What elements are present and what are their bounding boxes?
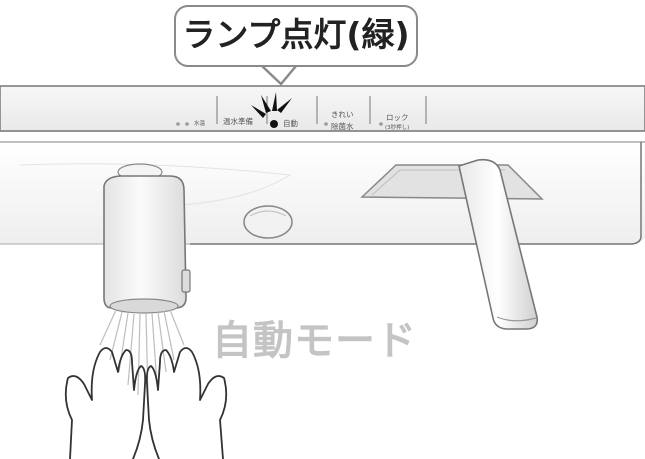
lamp-status-callout: ランプ点灯(緑) [174,5,418,67]
clean-water-label-2: 除菌水 [331,122,354,131]
control-panel [0,85,645,132]
callout-text: ランプ点灯(緑) [182,15,410,54]
auto-mode-label: 自動モード [212,318,417,364]
auto-label: 自動 [283,119,298,128]
hot-water-prep-label: 温水準備 [223,117,253,126]
spout-nozzle [103,163,191,314]
auto-lamp-lit-icon [251,92,292,128]
lock-hint-label: (3秒押し) [385,125,410,131]
clean-water-label-1: きれい [331,110,354,119]
round-button [243,205,293,239]
hands-icon [64,347,228,459]
indicator-dots [176,122,383,126]
water-temp-label: 水温 [194,121,206,127]
faucet-lever [360,158,544,330]
counter-surface [0,141,645,245]
lock-label: ロック [386,113,409,122]
